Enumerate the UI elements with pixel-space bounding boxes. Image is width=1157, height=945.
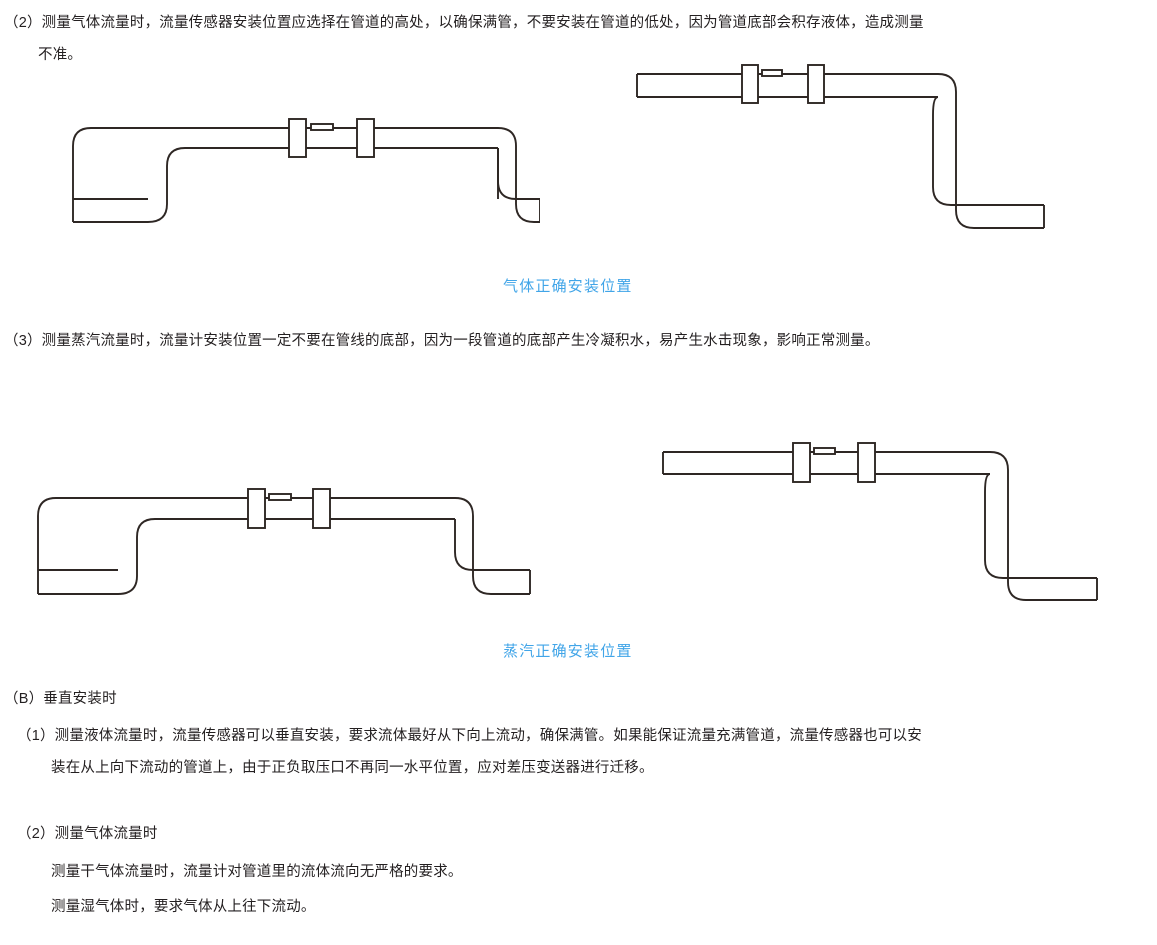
section-b-item-2-line-2: 测量湿气体时，要求气体从上往下流动。 (51, 899, 316, 915)
section-b-item-1-line-2: 装在从上向下流动的管道上，由于正负取压口不再同一水平位置，应对差压变送器进行迁移… (51, 760, 654, 776)
section-b-item-1-line-1: （1）测量液体流量时，流量传感器可以垂直安装，要求流体最好从下向上流动，确保满管… (17, 728, 922, 744)
diagram-steam-left (30, 430, 560, 625)
caption-steam-installation: 蒸汽正确安装位置 (503, 643, 633, 660)
paragraph-3-line-1: （3）测量蒸汽流量时，流量计安装位置一定不要在管线的底部，因为一段管道的底部产生… (4, 333, 880, 349)
diagram-gas-left (60, 62, 541, 247)
diagram-gas-right (620, 62, 1070, 257)
paragraph-2-line-2: 不准。 (38, 47, 83, 63)
caption-gas-installation: 气体正确安装位置 (503, 278, 633, 295)
section-b-item-2-title: （2）测量气体流量时 (17, 826, 158, 842)
section-b-title: （B）垂直安装时 (4, 691, 117, 707)
diagram-steam-right (660, 430, 1120, 630)
paragraph-2-line-1: （2）测量气体流量时，流量传感器安装位置应选择在管道的高处，以确保满管，不要安装… (4, 15, 924, 31)
section-b-item-2-line-1: 测量干气体流量时，流量计对管道里的流体流向无严格的要求。 (51, 864, 463, 880)
